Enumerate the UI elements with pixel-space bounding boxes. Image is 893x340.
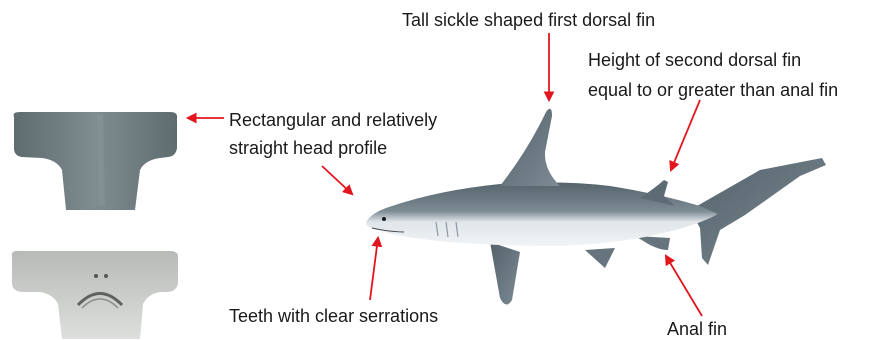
arrow-anal-fin (666, 256, 702, 316)
label-head-profile-line1: Rectangular and relatively (229, 109, 437, 131)
shark-side-view (366, 109, 826, 305)
label-anal-fin: Anal fin (667, 318, 727, 340)
label-second-dorsal-line1: Height of second dorsal fin (588, 49, 801, 71)
arrow-head-profile (322, 166, 352, 194)
arrow-second-dorsal (671, 100, 700, 170)
head-dorsal-view (14, 112, 178, 210)
head-ventral-view (12, 251, 178, 339)
arrow-teeth (370, 238, 378, 300)
label-head-profile-line2: straight head profile (229, 137, 387, 159)
label-teeth: Teeth with clear serrations (229, 305, 438, 327)
label-first-dorsal: Tall sickle shaped first dorsal fin (402, 9, 655, 31)
label-second-dorsal-line2: equal to or greater than anal fin (588, 79, 838, 101)
